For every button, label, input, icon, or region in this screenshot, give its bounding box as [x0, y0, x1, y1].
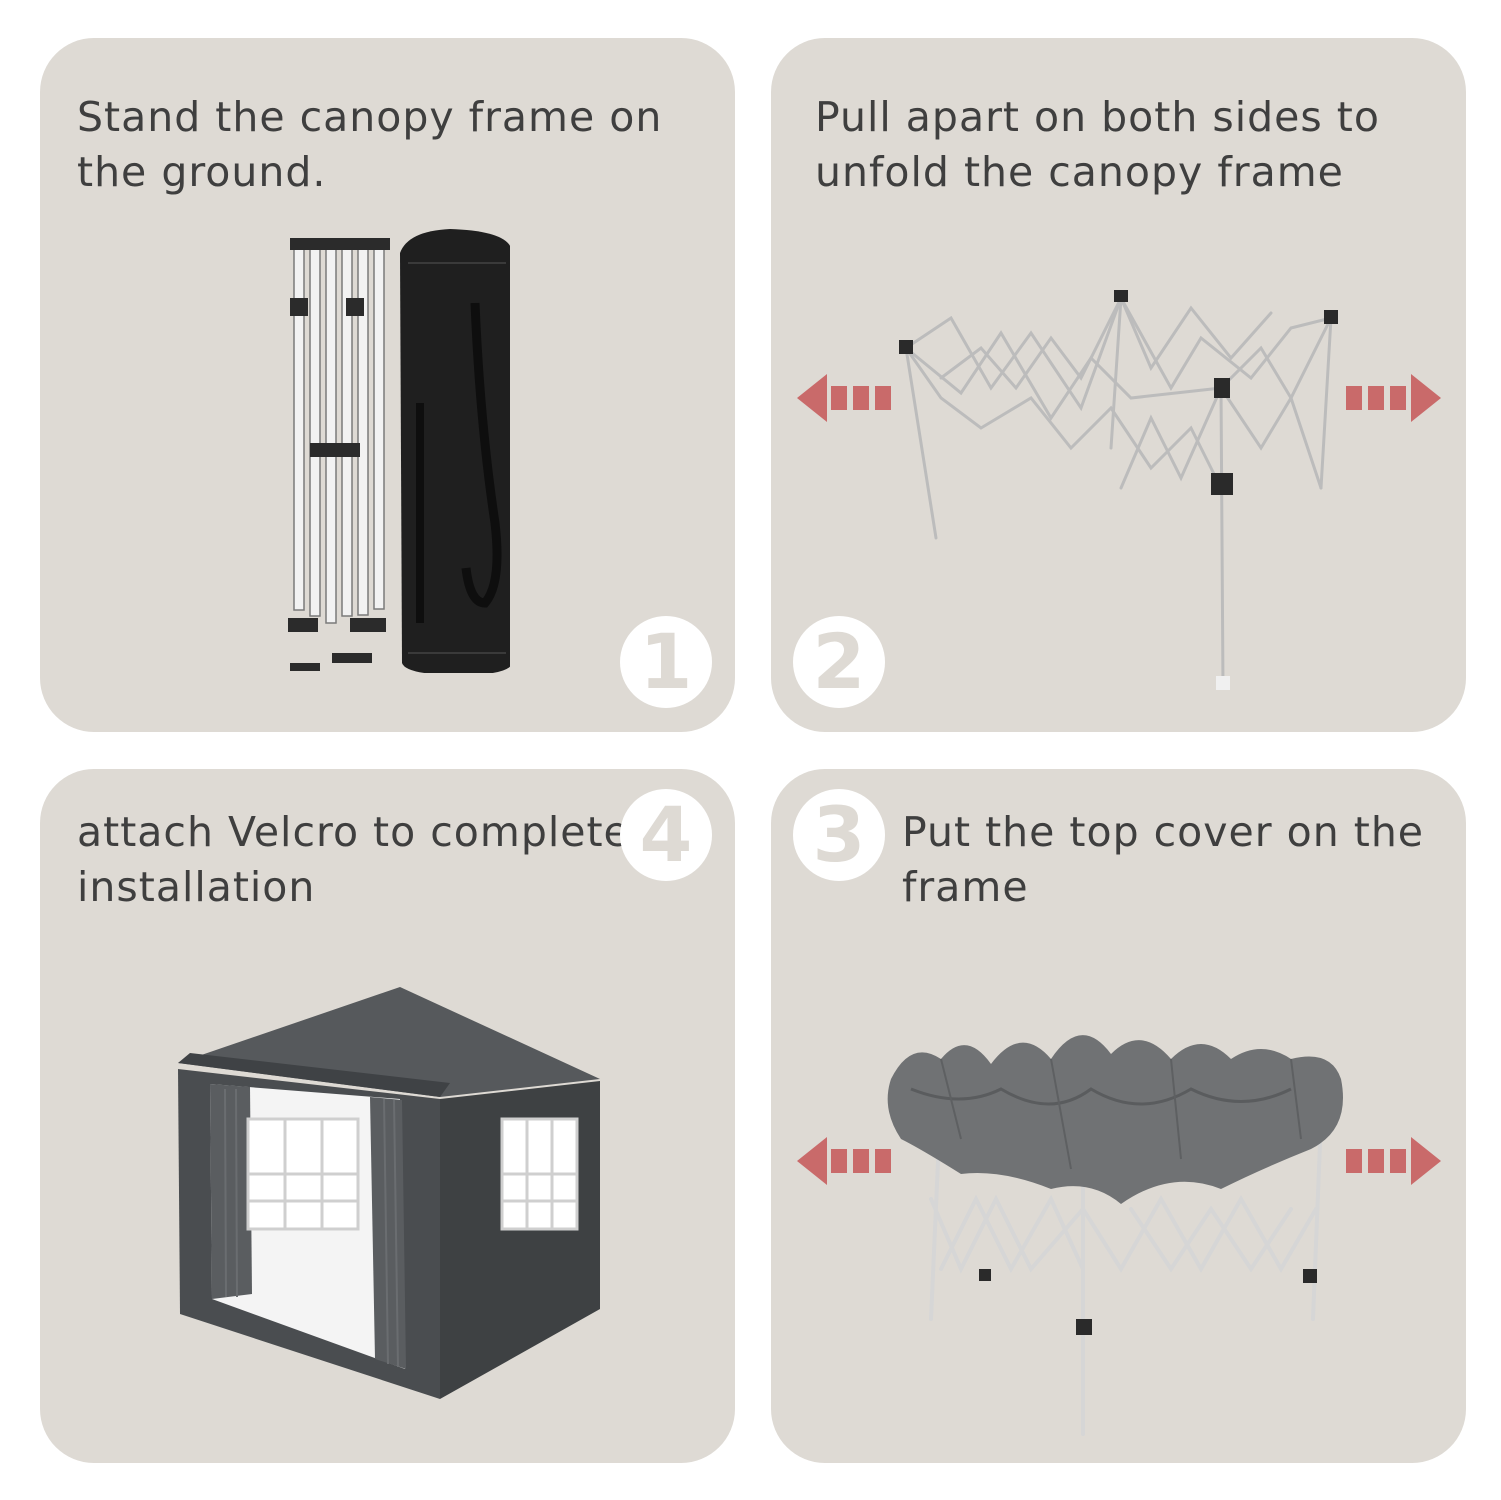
step-4-line-1: attach Velcro to complete — [77, 808, 630, 856]
step-2-line-2: unfold the canopy frame — [815, 148, 1344, 196]
step-3-line-2: frame — [902, 863, 1029, 911]
step-4-caption: attach Velcro to complete installation — [77, 805, 630, 915]
carry-bag — [400, 229, 510, 673]
assembled-tent-icon — [178, 987, 600, 1399]
side-window — [500, 1117, 579, 1231]
step-3-panel: 3 Put the top cover on the frame — [771, 769, 1466, 1463]
right-arrow-icon — [1346, 1137, 1441, 1185]
step-1-caption: Stand the canopy frame on the ground. — [77, 90, 662, 200]
step-2-panel: Pull apart on both sides to unfold the c… — [771, 38, 1466, 732]
step-1-badge: 1 — [620, 616, 712, 708]
folded-frame-and-bag-icon — [288, 229, 510, 673]
step-1-line-2: the ground. — [77, 148, 327, 196]
step-4-line-2: installation — [77, 863, 316, 911]
step-2-caption: Pull apart on both sides to unfold the c… — [815, 90, 1380, 200]
unfolded-frame-icon — [797, 290, 1441, 690]
door-window — [246, 1117, 360, 1231]
step-3-badge: 3 — [793, 789, 885, 881]
right-arrow-icon — [1346, 374, 1441, 422]
step-1-number: 1 — [639, 617, 693, 706]
step-3-number: 3 — [812, 790, 866, 879]
left-arrow-icon — [797, 374, 891, 422]
step-2-number: 2 — [812, 617, 866, 706]
step-4-badge: 4 — [620, 789, 712, 881]
step-1-line-1: Stand the canopy frame on — [77, 93, 663, 141]
step-3-line-1: Put the top cover on the — [902, 808, 1425, 856]
step-4-panel: attach Velcro to complete installation 4 — [40, 769, 735, 1463]
step-3-caption: Put the top cover on the frame — [902, 805, 1424, 915]
step-2-line-1: Pull apart on both sides to — [815, 93, 1380, 141]
step-2-badge: 2 — [793, 616, 885, 708]
step-1-panel: Stand the canopy frame on the ground. — [40, 38, 735, 732]
frame-with-cover-icon — [797, 1035, 1441, 1436]
step-4-number: 4 — [639, 790, 693, 879]
canopy-cover — [887, 1035, 1343, 1204]
left-arrow-icon — [797, 1137, 891, 1185]
